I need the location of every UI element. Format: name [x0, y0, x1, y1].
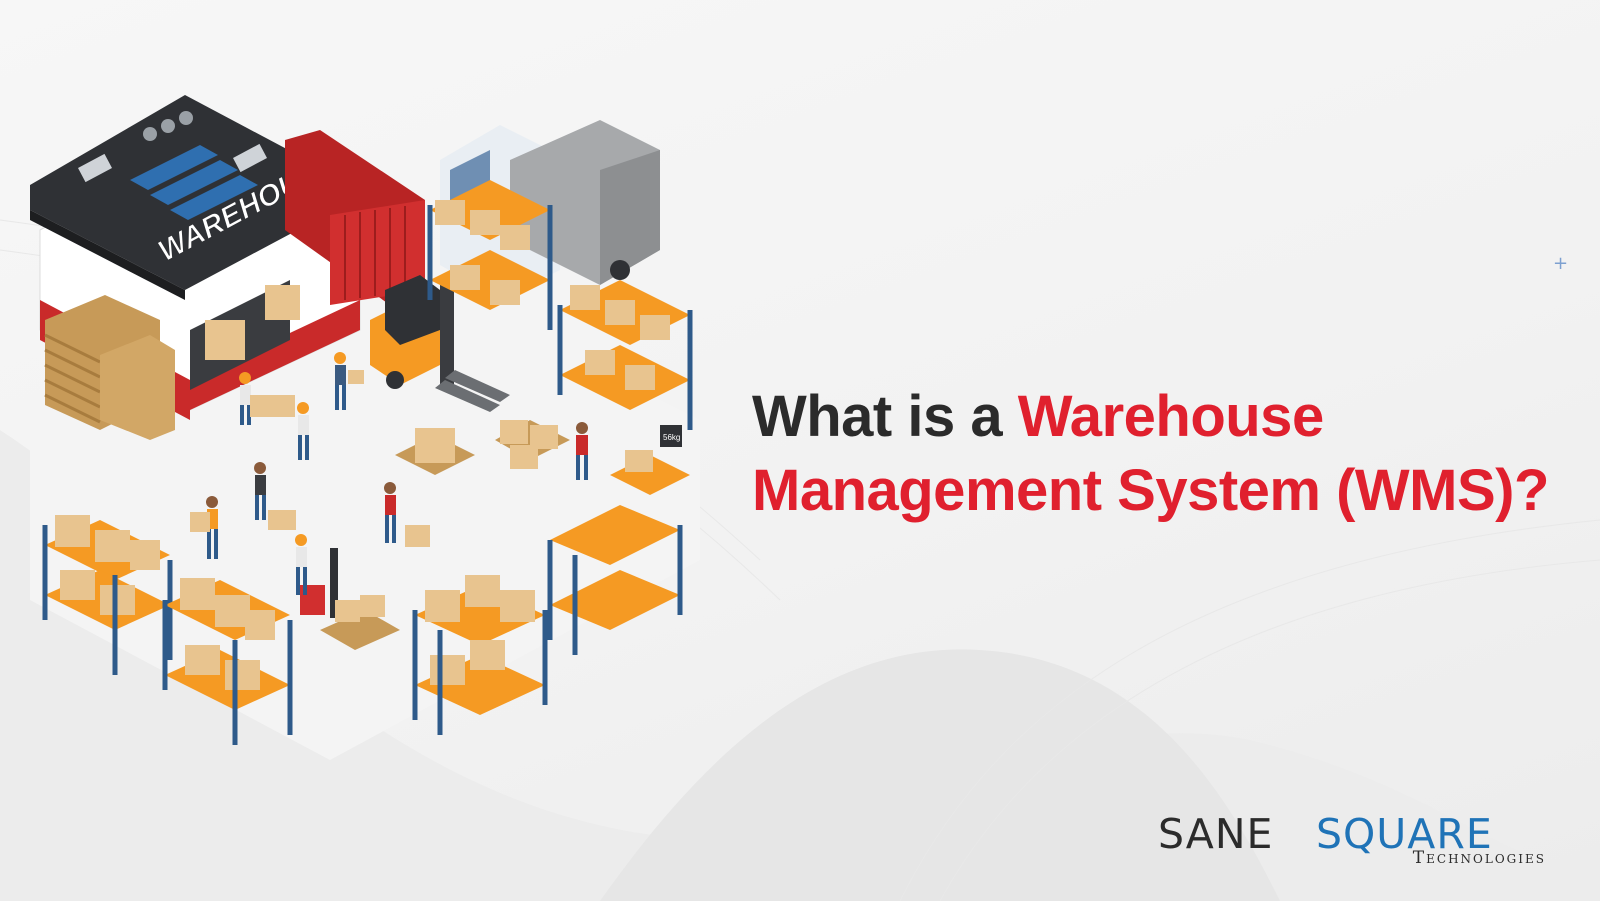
shelf-left-2 [162, 578, 293, 745]
shelf-empty [547, 505, 683, 655]
pallet-jack [300, 548, 400, 650]
shelf-bottom-mid [412, 575, 548, 735]
shelf-left-1 [42, 515, 173, 675]
plus-decoration: + [1553, 253, 1569, 274]
headline-part-2: Warehouse [1017, 384, 1324, 449]
logo-sane-text: SANE [1158, 810, 1274, 858]
warehouse-illustration: WAREHOUSE [30, 95, 700, 760]
workers [190, 352, 588, 595]
scale-label: 56kg [663, 433, 680, 442]
headline-part-1: What is a [752, 384, 1018, 449]
shipping-container [285, 130, 425, 305]
forklift [370, 275, 510, 412]
logo-tagline: Technologies [1412, 848, 1546, 868]
headline-part-3: Management System (WMS)? [752, 458, 1549, 523]
pallet-stack [44, 295, 175, 440]
page-headline: What is a Warehouse Management System (W… [752, 380, 1572, 528]
shelf-right-top [427, 180, 553, 330]
floor-boxes [395, 420, 690, 495]
shelf-right-mid [557, 280, 693, 430]
company-logo: SANE SQUARE Technologies [1158, 812, 1550, 870]
logo-square-text: SQUARE [1316, 810, 1493, 858]
